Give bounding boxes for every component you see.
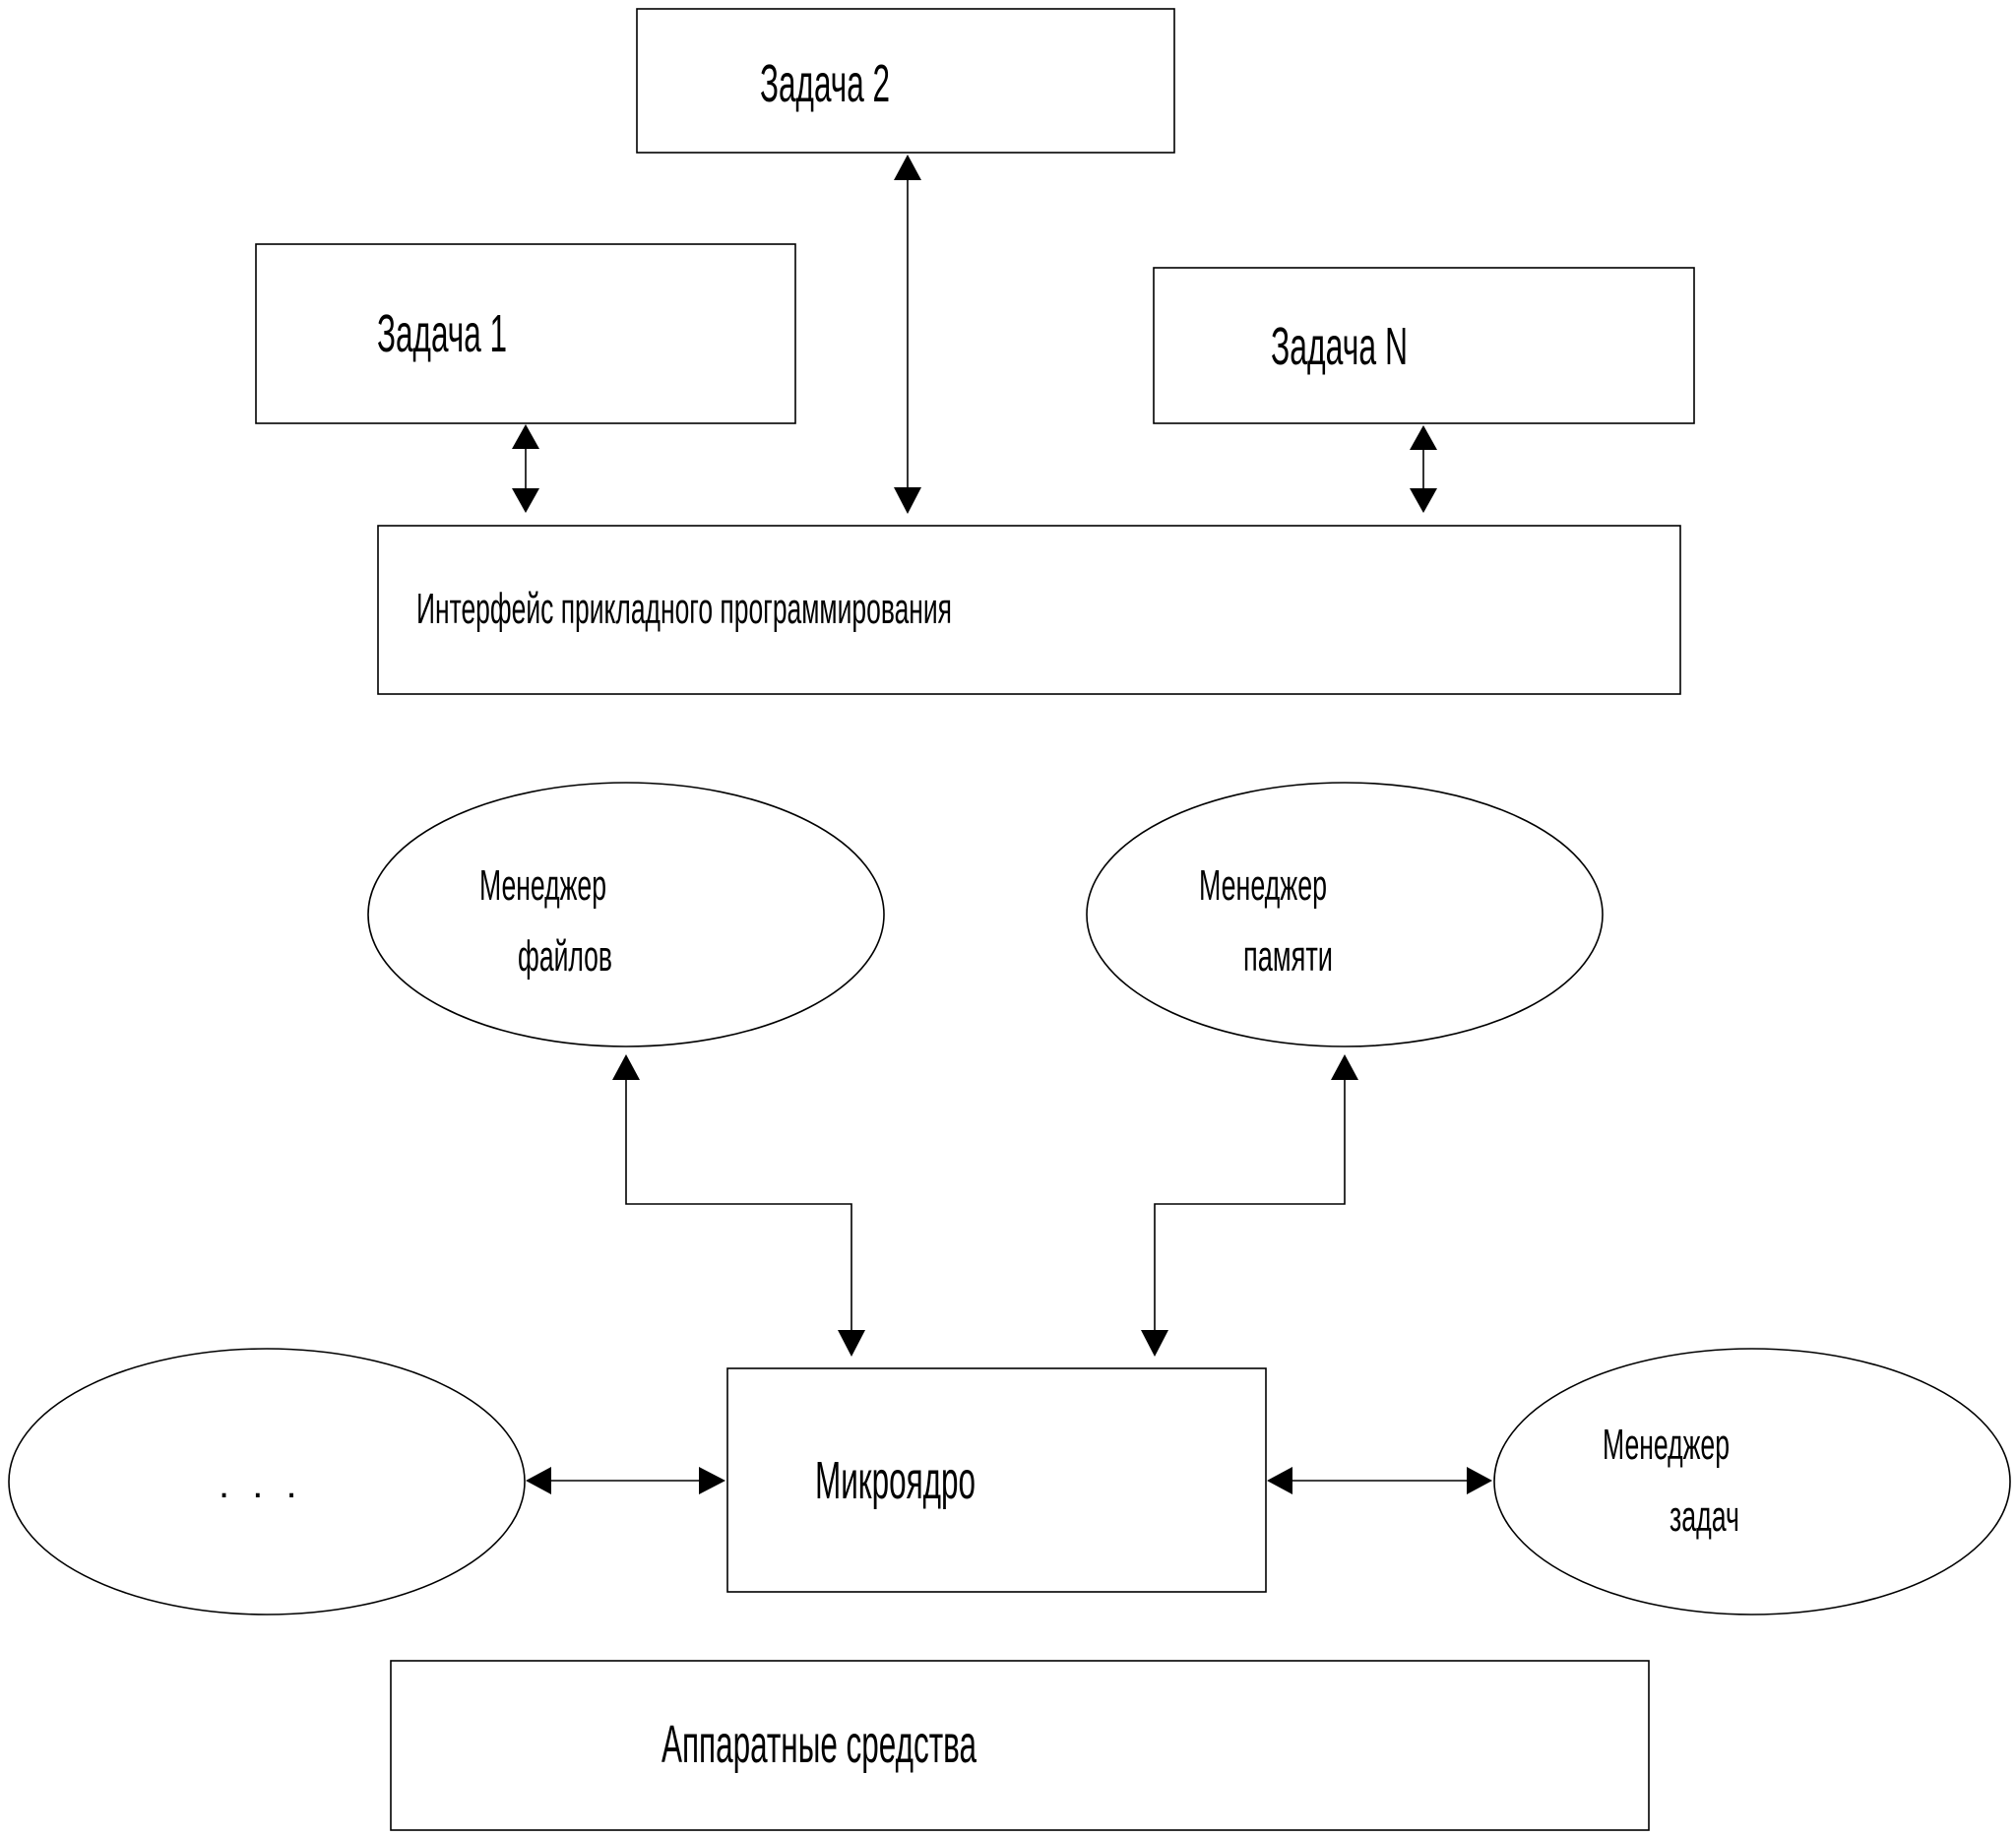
other-manager-block: . . . (8, 1348, 526, 1615)
other-manager-ellipsis: . . . (219, 1463, 303, 1506)
memory-manager-block: Менеджер памяти (1086, 782, 1604, 1047)
task-1-label: Задача 1 (377, 304, 507, 363)
file-manager-label-line-2: файлов (518, 932, 612, 981)
task-2-block: Задача 2 (636, 8, 1175, 154)
arrow-file-manager-microkernel (612, 1054, 865, 1357)
task-n-label: Задача N (1271, 317, 1408, 376)
file-manager-block: Менеджер файлов (367, 782, 885, 1047)
memory-manager-label-line-1: Менеджер (1199, 861, 1327, 910)
task-manager-label-line-1: Менеджер (1603, 1421, 1730, 1469)
memory-manager-label-line-2: памяти (1243, 932, 1333, 981)
arrow-other-manager-microkernel (526, 1467, 725, 1494)
hardware-label: Аппаратные средства (662, 1715, 977, 1774)
api-label: Интерфейс прикладного программирования (416, 585, 952, 633)
api-block: Интерфейс прикладного программирования (377, 525, 1681, 695)
microkernel-label: Микроядро (815, 1451, 976, 1510)
task-manager-block: Менеджер задач (1493, 1348, 2011, 1615)
task-1-block: Задача 1 (255, 243, 796, 424)
task-n-block: Задача N (1153, 267, 1695, 424)
hardware-block: Аппаратные средства (390, 1660, 1650, 1831)
arrow-task-2-api (894, 155, 921, 514)
task-2-label: Задача 2 (760, 54, 890, 113)
arrow-memory-manager-microkernel (1141, 1054, 1358, 1357)
arrow-microkernel-task-manager (1267, 1467, 1492, 1494)
arrow-task-n-api (1410, 425, 1437, 513)
arrow-task-1-api (512, 424, 539, 513)
file-manager-label-line-1: Менеджер (479, 861, 606, 910)
microkernel-block: Микроядро (726, 1367, 1267, 1593)
task-manager-label-line-2: задач (1670, 1492, 1739, 1541)
